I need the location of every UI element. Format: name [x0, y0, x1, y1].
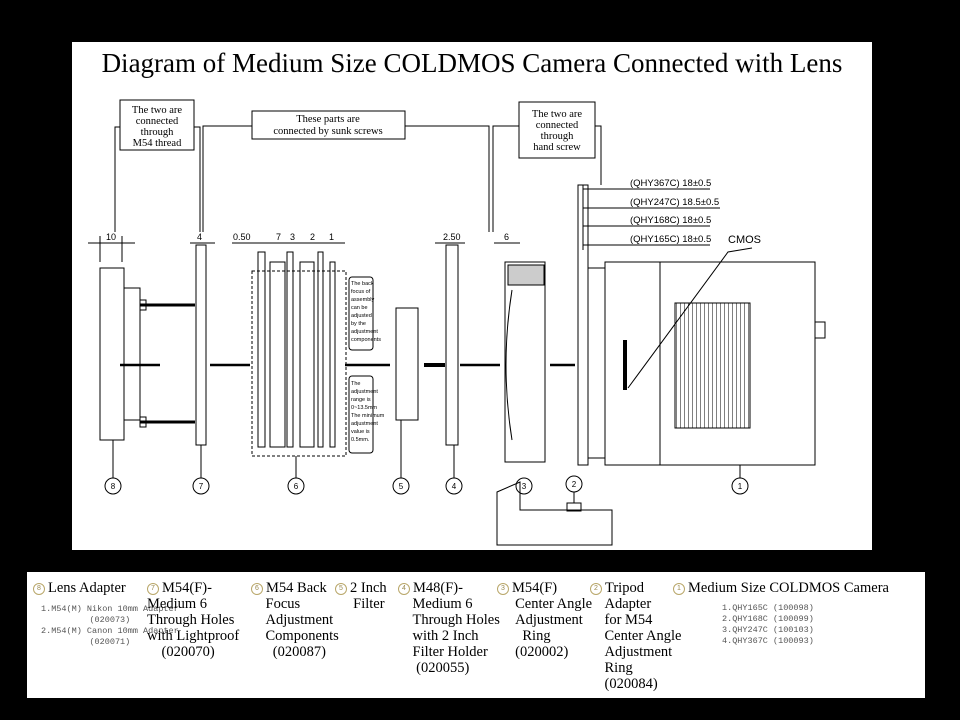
svg-text:6: 6: [294, 482, 299, 491]
back-focus-adjustment-components: [251, 251, 347, 457]
2-inch-filter: [395, 307, 419, 421]
legend-camera-models: 1.QHY165C (100098)2.QHY168C (100099)3.QH…: [722, 603, 814, 646]
tripod-adapter: [496, 481, 613, 546]
svg-text:1: 1: [738, 482, 743, 491]
svg-text:5: 5: [399, 482, 404, 491]
legend-lens-adapter-options: 1.M54(M) Nikon 10mm Adapter(020073)2.M54…: [41, 604, 179, 647]
dimension-marks: 10 4 0.50 7 3 2 1 2.50 6: [88, 232, 520, 262]
cmos-label: CMOS: [728, 234, 761, 246]
svg-text:8: 8: [111, 482, 116, 491]
svg-text:7: 7: [199, 482, 204, 491]
svg-text:(QHY247C) 18.5±0.5: (QHY247C) 18.5±0.5: [630, 197, 719, 208]
part-number-markers: 8 7 6 5 4 3 2 1: [104, 420, 749, 503]
svg-text:0.50: 0.50: [233, 232, 251, 242]
svg-text:(QHY168C) 18±0.5: (QHY168C) 18±0.5: [630, 215, 711, 226]
svg-text:3: 3: [522, 482, 527, 491]
svg-text:(QHY165C) 18±0.5: (QHY165C) 18±0.5: [630, 234, 711, 245]
svg-text:2: 2: [572, 480, 577, 489]
m54-through-holes-part: [195, 244, 207, 446]
svg-text:1: 1: [329, 232, 334, 242]
center-angle-adjustment-ring: [504, 261, 546, 463]
coldmos-camera: [577, 184, 826, 466]
back-focus-dimensions: (QHY367C) 18±0.5 (QHY247C) 18.5±0.5 (QHY…: [582, 178, 761, 389]
svg-text:2.50: 2.50: [443, 232, 461, 242]
svg-text:4: 4: [197, 232, 202, 242]
svg-text:3: 3: [290, 232, 295, 242]
svg-text:4: 4: [452, 482, 457, 491]
svg-text:2: 2: [310, 232, 315, 242]
svg-text:6: 6: [504, 232, 509, 242]
m48-filter-holder-part: [445, 244, 459, 446]
svg-text:10: 10: [106, 232, 116, 242]
lens-adapter: [99, 267, 195, 441]
svg-text:7: 7: [276, 232, 281, 242]
svg-text:(QHY367C) 18±0.5: (QHY367C) 18±0.5: [630, 178, 711, 189]
page-title: Diagram of Medium Size COLDMOS Camera Co…: [101, 48, 843, 78]
diagram-panel: Diagram of Medium Size COLDMOS Camera Co…: [72, 42, 872, 550]
